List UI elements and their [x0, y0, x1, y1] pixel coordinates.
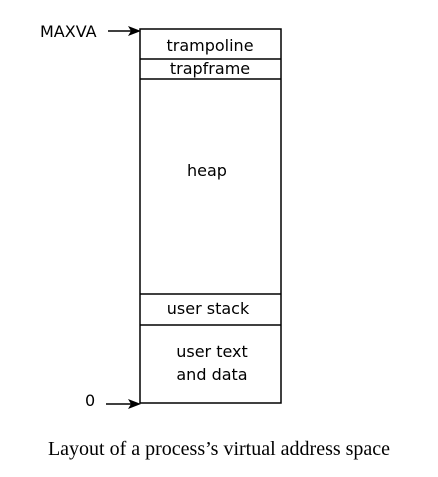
segment-trampoline-label: trampoline	[166, 36, 253, 55]
segment-user-text-label-line2: and data	[176, 365, 247, 384]
maxva-label: MAXVA	[40, 22, 97, 41]
segment-trapframe-label: trapframe	[170, 59, 250, 78]
segment-heap-label: heap	[187, 161, 227, 180]
segment-user-stack-label: user stack	[167, 299, 250, 318]
maxva-arrow-icon	[128, 26, 141, 36]
segment-user-text-label-line1: user text	[176, 342, 248, 361]
zero-label: 0	[85, 391, 95, 410]
address-space-box	[139, 28, 282, 404]
zero-arrow-icon	[128, 399, 141, 409]
figure-caption: Layout of a process’s virtual address sp…	[47, 438, 391, 460]
